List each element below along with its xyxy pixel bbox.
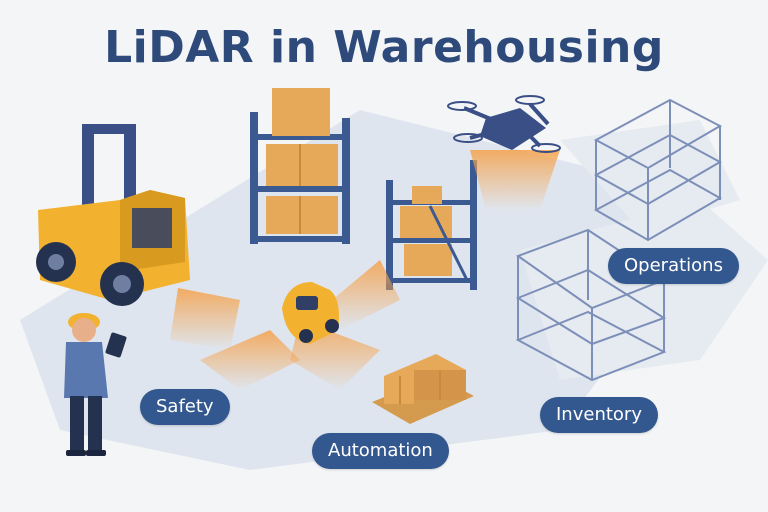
agv-robot-icon: [200, 260, 400, 390]
shelf-rack-icon-2: [386, 160, 477, 290]
worker-tablet-icon: [64, 313, 127, 456]
forklift-icon: [36, 124, 240, 350]
label-inventory: Inventory: [540, 397, 658, 433]
floor-tile-right: [520, 200, 768, 380]
drone-icon: [447, 95, 561, 210]
shelf-rack-icon: [250, 88, 350, 244]
label-automation: Automation: [312, 433, 449, 469]
wireframe-rack-icon: [593, 98, 723, 242]
page-title: LiDAR in Warehousing: [104, 22, 664, 73]
label-safety: Safety: [140, 389, 230, 425]
label-operations: Operations: [608, 248, 739, 284]
pallet-boxes-icon: [372, 354, 474, 424]
